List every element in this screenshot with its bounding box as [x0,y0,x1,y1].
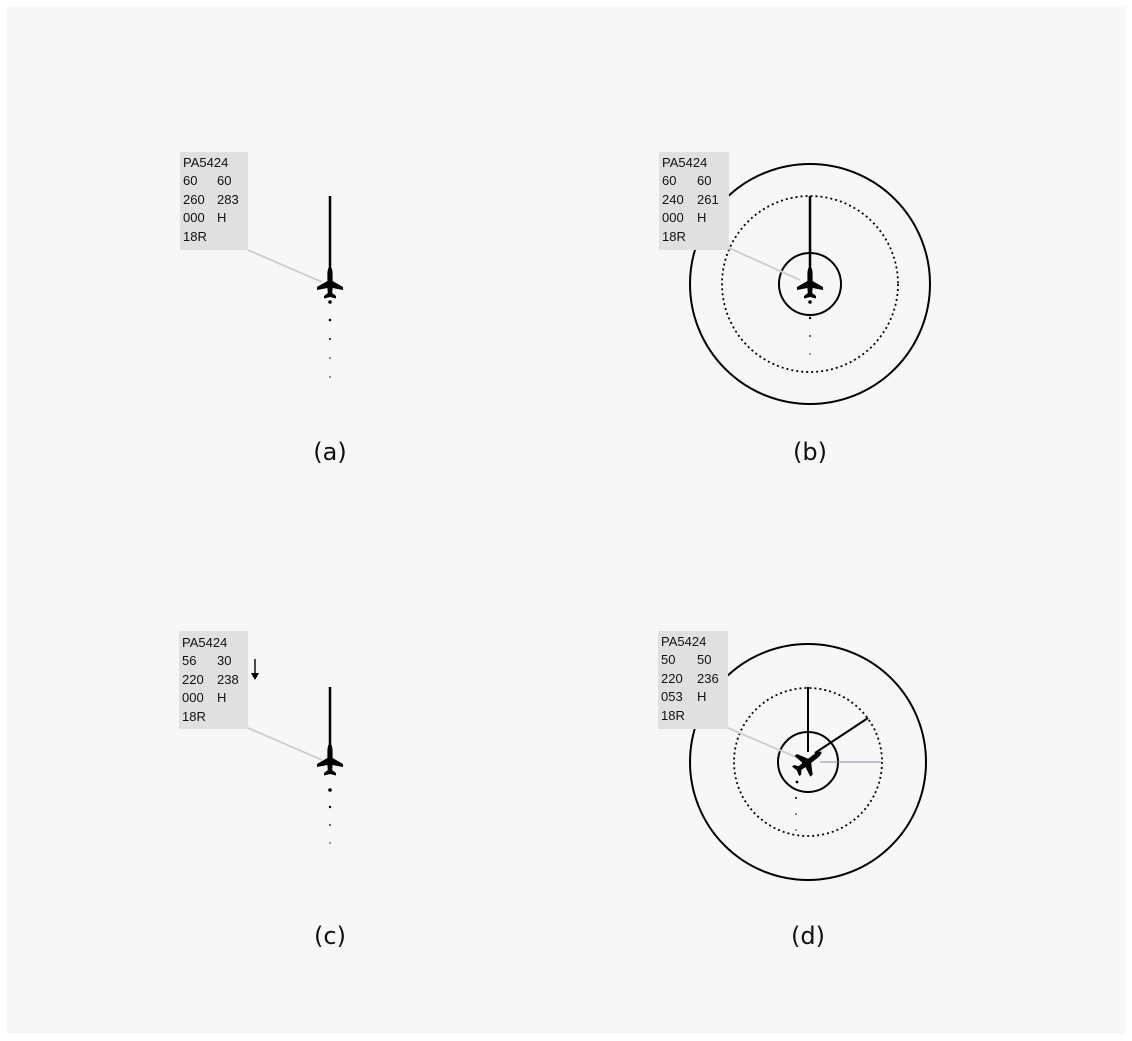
label-row3-a: 260 [183,192,205,207]
label-runway: 18R [183,229,207,244]
label-row2-b: 50 [697,652,711,667]
label-row3-b: 238 [217,672,239,687]
history-trail [808,300,812,355]
leader-line [247,727,323,761]
label-row4-a: 053 [661,689,683,704]
label-row3-a: 240 [662,192,684,207]
label-row4-a: 000 [182,690,204,705]
label-runway: 18R [182,709,206,724]
label-row2-b: 60 [217,173,231,188]
label-row2-b: 60 [697,173,711,188]
leader-line [727,727,799,759]
label-row2-a: 56 [182,653,196,668]
panel-caption: (c) [314,922,346,950]
label-row3-b: 261 [697,192,719,207]
label-row4-a: 000 [183,210,205,225]
panel-b: PA5424 60 60 240 261 000 H 18R (b) [659,152,931,466]
data-label-box[interactable] [659,152,729,250]
label-row2-a: 60 [183,173,197,188]
outer-ring [689,643,927,881]
outer-ring [689,163,931,405]
history-trail [795,780,799,831]
label-row2-a: 60 [662,173,676,188]
label-row2-b: 30 [217,653,231,668]
label-row4-b: H [217,690,226,705]
panel-a: PA5424 60 60 260 283 000 H 18R (a) [180,152,347,466]
history-trail [328,300,332,378]
down-arrow-icon [251,659,259,680]
label-callsign: PA5424 [662,155,707,170]
panel-caption: (b) [793,438,827,466]
label-row3-b: 236 [697,671,719,686]
label-callsign: PA5424 [661,634,706,649]
label-row4-b: H [697,210,706,225]
label-row4-b: H [217,210,226,225]
label-row3-a: 220 [182,672,204,687]
heading-vector [814,717,869,754]
label-runway: 18R [661,708,685,723]
leader-line [728,247,801,281]
middle-dotted-ring [721,195,899,373]
figure-background [7,7,1125,1034]
panel-c: PA5424 56 30 220 238 000 H 18R (c) [179,631,346,950]
data-label-box[interactable] [179,631,248,729]
label-row2-a: 50 [661,652,675,667]
data-label-box[interactable] [658,631,728,729]
data-label-box[interactable] [180,152,248,250]
label-runway: 18R [662,229,686,244]
label-row4-a: 000 [662,210,684,225]
label-callsign: PA5424 [182,635,227,650]
label-callsign: PA5424 [183,155,228,170]
panel-d: PA5424 50 50 220 236 053 H 18R (d) [658,631,927,950]
leader-line [247,249,323,283]
history-trail [328,788,332,844]
panel-caption: (a) [313,438,346,466]
label-row3-b: 283 [217,192,239,207]
panel-caption: (d) [791,922,825,950]
label-row3-a: 220 [661,671,683,686]
label-row4-b: H [697,689,706,704]
